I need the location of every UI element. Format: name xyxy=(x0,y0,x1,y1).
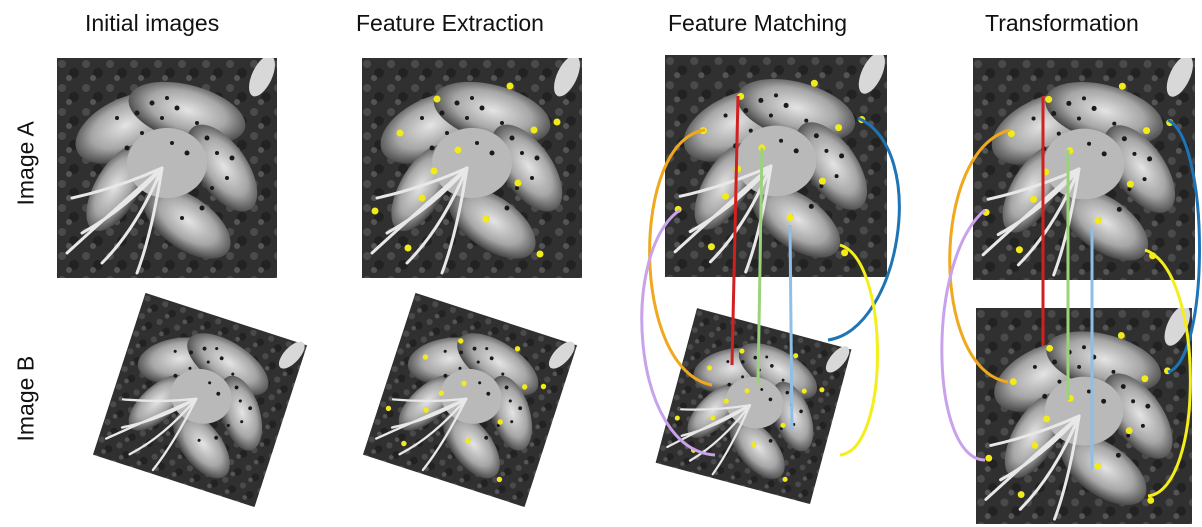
match-lines-matching xyxy=(640,95,901,457)
image-a-transformation xyxy=(971,58,1198,280)
column-title-feature-matching: Feature Matching xyxy=(668,10,847,36)
column-title-feature-extraction: Feature Extraction xyxy=(356,10,544,36)
column-title-initial-images: Initial images xyxy=(85,10,220,36)
image-b-extraction xyxy=(361,287,581,510)
image-b-matching xyxy=(654,302,856,507)
image-b-initial xyxy=(91,287,311,510)
image-a-matching xyxy=(665,55,887,277)
image-a-extraction xyxy=(362,58,582,278)
match-lines-transformation xyxy=(940,96,1201,498)
image-a-initial xyxy=(57,58,277,278)
column-title-transformation: Transformation xyxy=(985,10,1139,36)
